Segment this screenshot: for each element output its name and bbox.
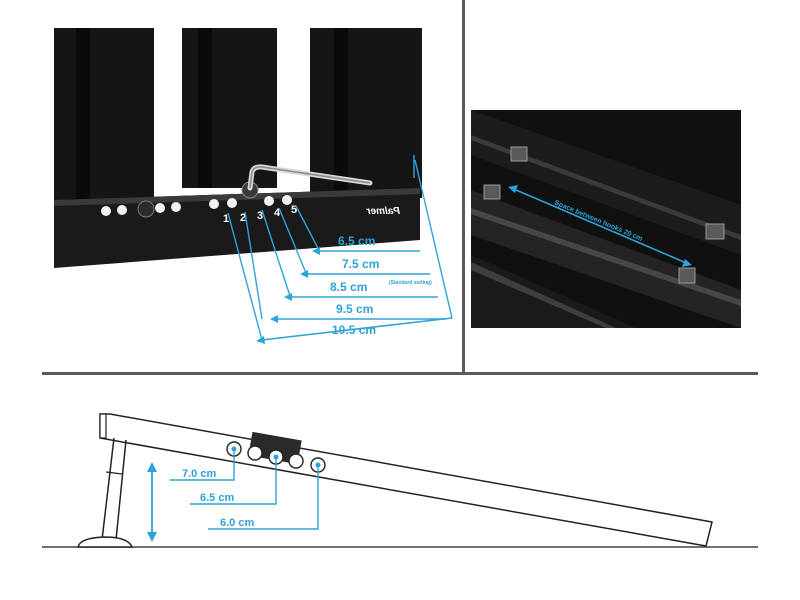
height-settings-illustration: 1 2 3 4 5 Palmer [54, 28, 453, 344]
hole-number: 1 [223, 213, 229, 225]
angle-hole-dots [231, 446, 321, 468]
hook-spacing-illustration: Space between hooks 20 cm [471, 110, 741, 328]
hook-spacing-photo-panel: Space between hooks 20 cm [466, 0, 800, 372]
hole [288, 453, 304, 469]
angle-profile-diagram-panel: 7.0 cm 6.5 cm 6.0 cm [0, 376, 800, 600]
angle-leader-lines [170, 449, 319, 530]
measurement-leader-lines [227, 155, 453, 341]
hook-spacing-arrow [508, 185, 692, 267]
measurement-label: 9.5 cm [336, 302, 373, 316]
hole [247, 445, 263, 461]
frame-rail-middle-groove [198, 28, 212, 188]
hook [510, 146, 528, 162]
hole [209, 199, 219, 209]
frame-rail-right-groove [334, 28, 348, 198]
hole [282, 195, 292, 205]
rail-bottom [471, 255, 636, 328]
screw-head [137, 200, 155, 218]
hook-icons [483, 146, 725, 284]
measurement-label: 8.5 cm [330, 280, 367, 294]
hole [155, 203, 165, 213]
hole [264, 196, 274, 206]
rail-top [471, 110, 741, 255]
hole [101, 206, 111, 216]
brand-logo: Palmer [366, 206, 400, 217]
frame-rail-middle [182, 28, 277, 188]
board-end [99, 413, 107, 439]
rail-middle-edge [471, 208, 741, 306]
rail-bottom-edge [471, 262, 616, 328]
hook [483, 184, 501, 200]
hex-key-icon [247, 164, 373, 191]
hook [705, 223, 725, 240]
foot-pad [77, 536, 134, 548]
hole-number: 5 [291, 204, 297, 216]
frame-rail-left-groove [76, 28, 90, 208]
hole [227, 198, 237, 208]
angle-measurement-label: 7.0 cm [182, 468, 216, 480]
measurement-note: (Standard setting) [389, 280, 432, 286]
hole [171, 202, 181, 212]
panel-divider-horizontal [42, 372, 758, 375]
rail-top-edge [471, 135, 741, 240]
measurement-label: 6.5 cm [338, 234, 375, 248]
height-settings-photo-panel: 1 2 3 4 5 Palmer [0, 0, 462, 372]
measurement-label: 10.5 cm [332, 323, 376, 337]
hook [678, 267, 696, 284]
leg-joint [105, 471, 123, 475]
frame-rail-right [310, 28, 422, 198]
frame-rail-left [54, 28, 154, 208]
angle-profile-diagram: 7.0 cm 6.5 cm 6.0 cm [42, 413, 758, 548]
hole-number: 4 [274, 207, 281, 219]
hole [117, 205, 127, 215]
hole-number: 2 [240, 212, 246, 224]
measurement-arrows [256, 247, 453, 344]
leg-line [115, 439, 127, 541]
adjustment-holes [101, 181, 292, 218]
hole-number: 3 [257, 210, 263, 222]
angle-measurement-label: 6.5 cm [200, 492, 234, 504]
leg-line [101, 437, 115, 541]
measurement-label: 7.5 cm [342, 257, 379, 271]
angle-measurement-label: 6.0 cm [220, 517, 254, 529]
height-arrow [147, 462, 157, 542]
panel-divider-vertical [462, 0, 465, 372]
